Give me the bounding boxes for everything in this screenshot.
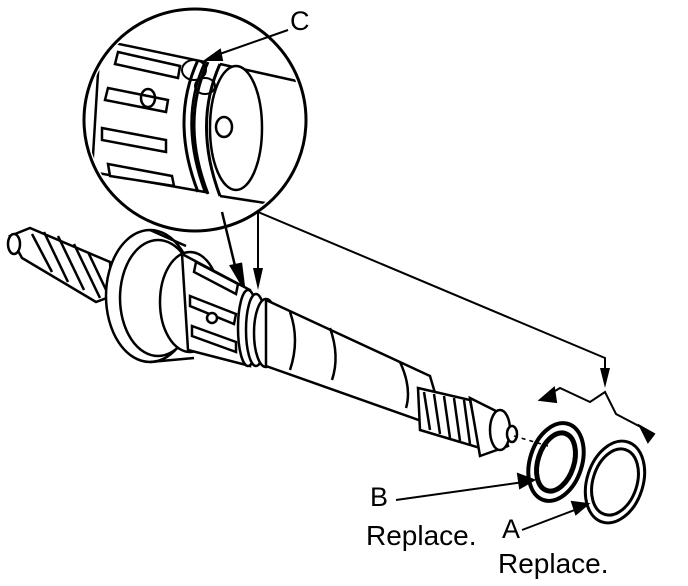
o-ring-b (526, 421, 586, 503)
output-shaft (6, 226, 519, 458)
callout-a-letter: A (502, 514, 521, 544)
magnified-detail (82, 7, 308, 233)
callout-b-letter: B (370, 482, 389, 512)
callout-leaders (202, 29, 591, 531)
magnifier-leader (220, 211, 246, 289)
snap-ring-a (583, 439, 647, 525)
callout-b-note: Replace. (366, 520, 477, 551)
callout-c-letter: C (290, 6, 310, 36)
callout-a-note: Replace. (498, 548, 609, 579)
break-line (537, 386, 656, 444)
axis-line (513, 435, 549, 447)
bracket-lines (253, 210, 610, 388)
